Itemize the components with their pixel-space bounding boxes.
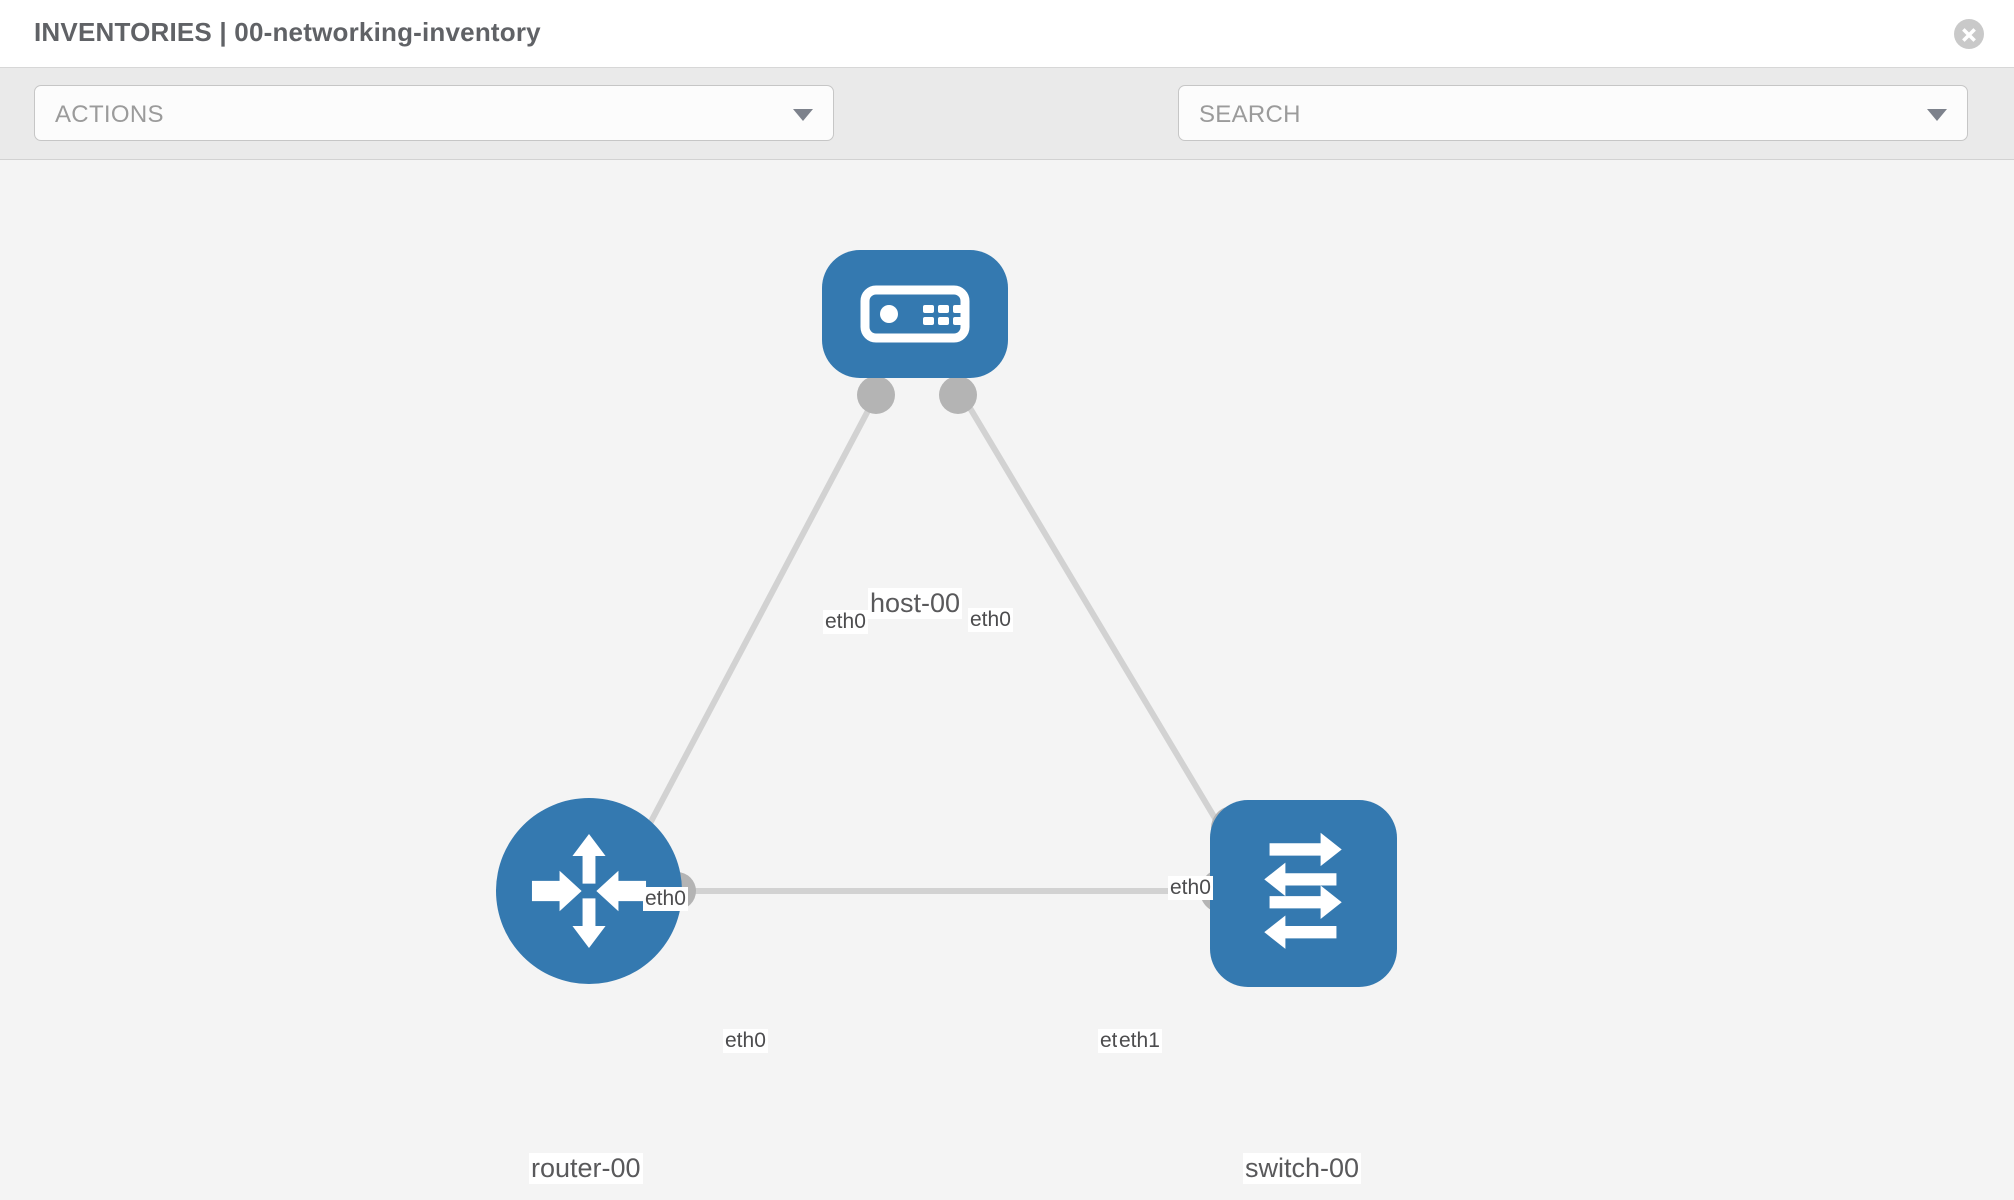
chevron-down-icon: [1927, 109, 1947, 121]
search-placeholder: SEARCH: [1199, 101, 1301, 128]
topology-graph: [496, 250, 1397, 987]
link-host-router: [633, 385, 883, 853]
topology-endpoints: [619, 376, 1255, 913]
node-label-host-00: host-00: [868, 588, 963, 619]
iface-label-router-eth0-up: eth0: [643, 887, 688, 911]
page-title: INVENTORIES | 00-networking-inventory: [34, 17, 541, 47]
close-icon[interactable]: [1954, 19, 1984, 49]
node-label-router-00: router-00: [529, 1153, 643, 1184]
topology-links: [633, 385, 1231, 894]
link-host-switch: [955, 385, 1231, 843]
node-router-00[interactable]: [496, 798, 682, 984]
iface-label-switch-eth1: eth1: [1117, 1029, 1162, 1053]
endpoint-host-left: [857, 376, 895, 414]
actions-dropdown[interactable]: ACTIONS: [34, 85, 834, 141]
search-input[interactable]: SEARCH: [1178, 85, 1968, 141]
node-label-switch-00: switch-00: [1243, 1153, 1362, 1184]
node-switch-00[interactable]: [1210, 800, 1397, 987]
actions-dropdown-label: ACTIONS: [55, 101, 164, 128]
toolbar: ACTIONS SEARCH: [0, 68, 2014, 196]
iface-label-switch-eth0-up: eth0: [1168, 876, 1213, 900]
node-host-00[interactable]: [822, 250, 1008, 378]
iface-label-host-eth0-right: eth0: [968, 608, 1013, 632]
iface-label-router-eth0: eth0: [723, 1029, 768, 1053]
topology-canvas[interactable]: host-00 router-00 switch-00 eth0 eth0 et…: [0, 160, 2014, 1200]
iface-label-host-eth0-left: eth0: [823, 610, 868, 634]
server-icon: [860, 285, 970, 343]
page-header: INVENTORIES | 00-networking-inventory: [0, 0, 2014, 68]
chevron-down-icon: [793, 109, 813, 121]
endpoint-host-right: [939, 376, 977, 414]
